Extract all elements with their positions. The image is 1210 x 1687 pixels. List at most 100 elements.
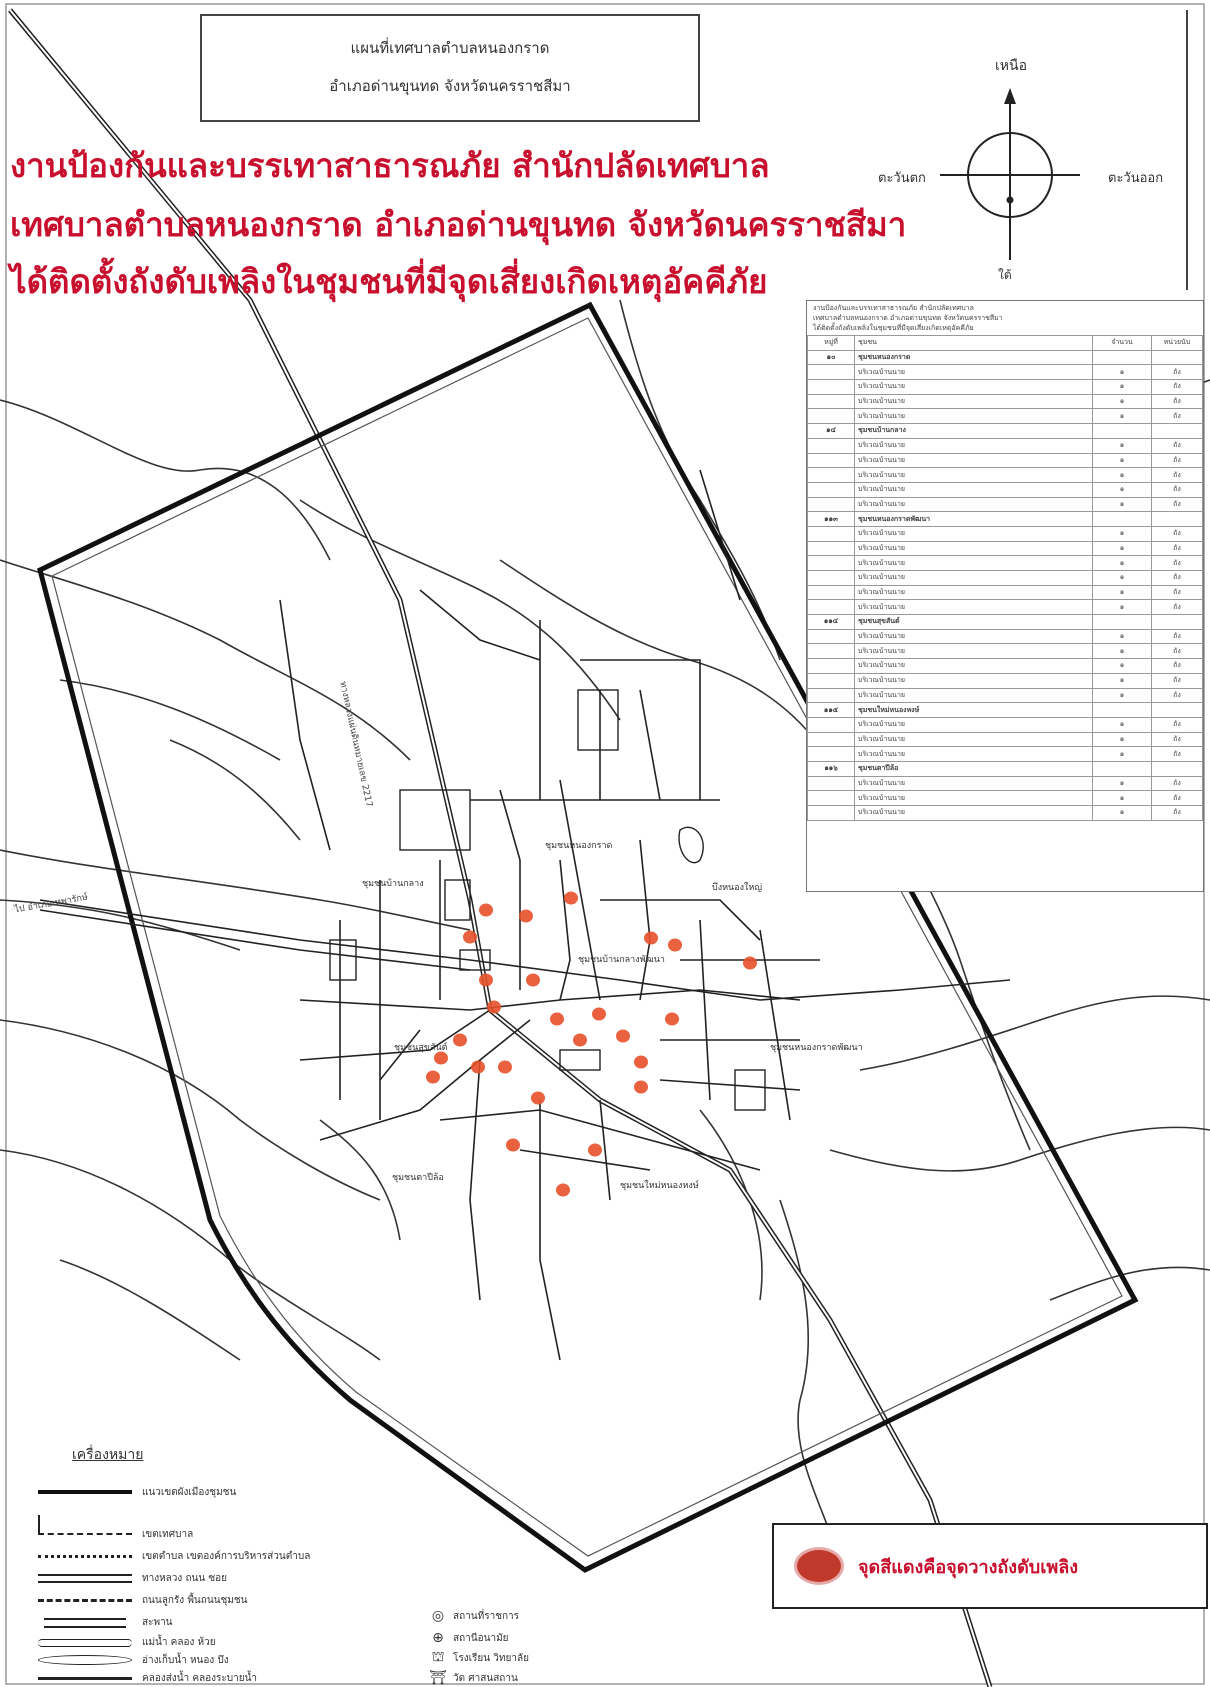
table-row: บริเวณบ้านนาย๑ถัง [807, 379, 1203, 395]
table-cell-unit [1151, 423, 1203, 439]
table-cell-name: ชุมชนใหม่หนองหงษ์ [854, 702, 1093, 718]
table-cell-moo: ๑๑๖ [807, 760, 855, 777]
table-cell-qty: ๑ [1092, 731, 1152, 748]
legend-symbol-dash-dot [38, 1515, 132, 1539]
table-cell-name: บริเวณบ้านนาย [854, 481, 1093, 498]
table-cell-unit: ถัง [1151, 364, 1203, 381]
table-row: บริเวณบ้านนาย๑ถัง [807, 525, 1203, 542]
table-row: บริเวณบ้านนาย๑ถัง [807, 775, 1203, 792]
table-cell-qty: ๑ [1092, 716, 1152, 733]
fire-extinguisher-point [592, 1007, 606, 1021]
compass-east-label: ตะวันออก [1108, 171, 1164, 186]
buildings [329, 689, 766, 1111]
municipal-boundary [37, 301, 1139, 1573]
table-cell-unit: ถัง [1151, 525, 1203, 542]
table-cell-qty: ๑ [1092, 437, 1152, 454]
legend-symbol-dotted [38, 1551, 132, 1561]
table-cell-name: บริเวณบ้านนาย [854, 643, 1093, 660]
school-icon: ⛫ [431, 1649, 445, 1665]
table-cell-unit: ถัง [1151, 775, 1203, 792]
legend-symbol-thick-line [38, 1487, 132, 1497]
legend-label: เขตตำบล เขตองค์การบริหารส่วนตำบล [142, 1550, 311, 1562]
headline-line3: ได้ติดตั้งถังดับเพลิงในชุมชนที่มีจุดเสี่… [10, 262, 768, 301]
fire-extinguisher-point [573, 1033, 587, 1047]
fire-point-legend: จุดสีแดงคือจุดวางถังดับเพลิง [772, 1523, 1208, 1609]
table-header-line: ได้ติดตั้งถังดับเพลิงในชุมชนที่มีจุดเสี่… [813, 324, 974, 332]
legend-item: สะพาน [38, 1614, 173, 1630]
table-cell-name: ชุมชนบ้านกลาง [854, 423, 1093, 439]
legend-item: ถนนลูกรัง พื้นถนนชุมชน [38, 1592, 248, 1608]
table-cell-name: ชุมชนหนองกราดพัฒนา [854, 511, 1093, 527]
table-cell-name: บริเวณบ้านนาย [854, 555, 1093, 571]
table-cell-moo [807, 481, 855, 498]
fire-point-legend-text: จุดสีแดงคือจุดวางถังดับเพลิง [858, 1556, 1079, 1578]
table-row: บริเวณบ้านนาย๑ถัง [807, 496, 1203, 513]
fire-extinguisher-point [588, 1143, 602, 1157]
table-cell-qty: ๑ [1092, 672, 1152, 689]
table-cell-name: บริเวณบ้านนาย [854, 379, 1093, 395]
fire-extinguisher-point [519, 909, 533, 923]
table-cell-moo [807, 555, 855, 571]
table-cell-moo [807, 452, 855, 469]
table-cell-name: บริเวณบ้านนาย [854, 790, 1093, 806]
table-cell-name: บริเวณบ้านนาย [854, 687, 1093, 704]
health-station-icon: ⊕ [432, 1630, 444, 1646]
table-cell-qty: ๑ [1092, 555, 1152, 571]
fire-extinguisher-point [634, 1080, 648, 1094]
table-cell-name: บริเวณบ้านนาย [854, 570, 1093, 586]
table-cell-unit: ถัง [1151, 393, 1203, 410]
table-cell-qty: ๑ [1092, 643, 1152, 660]
legend-symbol-double-line [38, 1573, 132, 1583]
table-cell-unit: ถัง [1151, 555, 1203, 571]
north-arrow [940, 88, 1080, 260]
legend-symbol-river [38, 1637, 132, 1647]
table-cell-unit: ถัง [1151, 672, 1203, 689]
table-cell-moo [807, 467, 855, 483]
column-header: หมู่ที่ [807, 335, 855, 351]
zone-label-banklang-phatthana: ชุมชนบ้านกลางพัฒนา [578, 955, 665, 965]
headline-line2: เทศบาลตำบลหนองกราด อำเภอด่านขุนทด จังหวั… [10, 205, 907, 244]
column-header: ชุมชน [854, 335, 1093, 351]
table-cell-unit [1151, 760, 1203, 777]
fire-extinguisher-point [526, 973, 540, 987]
table-cell-name: ชุมชนสุขสันต์ [854, 614, 1093, 630]
table-cell-moo: ๑๑๔ [807, 614, 855, 630]
fire-extinguisher-point [453, 1033, 467, 1047]
table-cell-name: บริเวณบ้านนาย [854, 393, 1093, 410]
table-cell-unit: ถัง [1151, 481, 1203, 498]
legend-label: อ่างเก็บน้ำ หนอง บึง [142, 1654, 229, 1666]
table-cell-moo [807, 408, 855, 425]
table-cell-qty [1092, 511, 1152, 527]
table-cell-unit: ถัง [1151, 408, 1203, 425]
legend-symbol-dashed [38, 1595, 132, 1605]
table-grid: หมู่ที่ ชุมชน จำนวน หน่วยนับ ๑๐ชุมชนหนอง… [807, 335, 1203, 821]
table-cell-name: บริเวณบ้านนาย [854, 775, 1093, 792]
table-cell-qty: ๑ [1092, 452, 1152, 469]
table-cell-name: บริเวณบ้านนาย [854, 467, 1093, 483]
fire-extinguisher-point [665, 1012, 679, 1026]
table-cell-unit: ถัง [1151, 599, 1203, 616]
legend-symbol-reservoir [38, 1655, 132, 1665]
table-cell-moo [807, 364, 855, 381]
fire-extinguisher-point [668, 938, 682, 952]
legend-label: แม่น้ำ คลอง ห้วย [142, 1636, 216, 1648]
table-row: บริเวณบ้านนาย๑ถัง [807, 643, 1203, 660]
table-cell-moo [807, 437, 855, 454]
legend-item: เขตเทศบาล [38, 1515, 193, 1542]
table-cell-moo [807, 525, 855, 542]
table-cell-unit: ถัง [1151, 731, 1203, 748]
table-cell-unit: ถัง [1151, 658, 1203, 674]
column-header: หน่วยนับ [1151, 335, 1203, 351]
table-cell-name: บริเวณบ้านนาย [854, 584, 1093, 601]
table-cell-qty: ๑ [1092, 540, 1152, 557]
map-title-line2: อำเภอด่านขุนทด จังหวัดนครราชสีมา [329, 77, 571, 95]
table-cell-unit: ถัง [1151, 570, 1203, 586]
compass-south-label: ใต้ [998, 268, 1012, 282]
fire-extinguisher-point [426, 1070, 440, 1084]
table-cell-moo [807, 599, 855, 616]
table-cell-name: บริเวณบ้านนาย [854, 731, 1093, 748]
table-cell-qty [1092, 760, 1152, 777]
table-cell-unit: ถัง [1151, 746, 1203, 762]
table-cell-moo [807, 805, 855, 821]
table-cell-moo [807, 379, 855, 395]
